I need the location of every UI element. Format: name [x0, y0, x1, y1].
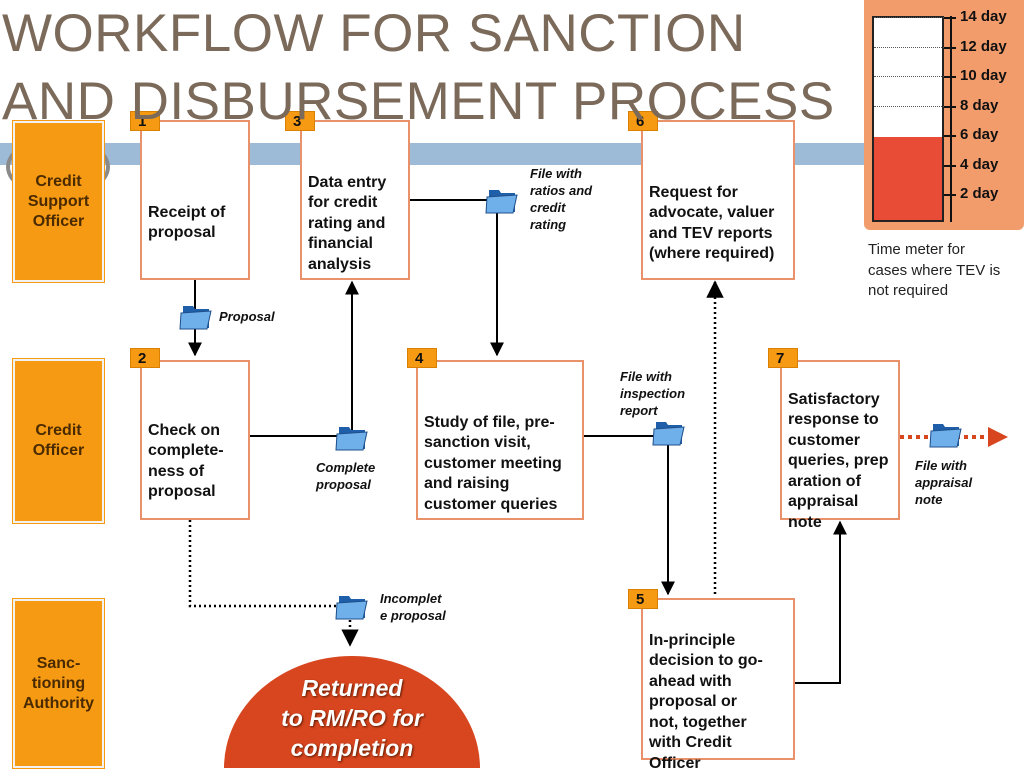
time-meter-caption: Time meter for cases where TEV is not re… — [868, 241, 1001, 299]
folder-icon — [179, 306, 212, 330]
step-6-number: 6 — [628, 111, 658, 131]
time-meter-tick-mark — [944, 164, 956, 167]
folder-icon — [652, 422, 685, 446]
step-1-number: 1 — [130, 111, 160, 131]
time-meter-gridline — [874, 46, 944, 48]
time-meter-tick-mark — [944, 17, 956, 19]
returned-label: Returned to RM/RO for completion — [281, 675, 423, 761]
step-3-box: Data entry for credit rating and financi… — [300, 120, 410, 280]
arrow-2-to-3 — [250, 280, 359, 437]
step-5-box: In-principle decision to go- ahead with … — [641, 598, 795, 772]
step-2-number: 2 — [130, 348, 160, 368]
folder-icon — [929, 424, 962, 448]
note-complete-proposal: Complete proposal — [316, 460, 376, 492]
time-meter-tick-mark — [944, 194, 956, 196]
time-meter-tick-label: 14 day — [960, 8, 1007, 25]
returned-shape — [224, 656, 480, 768]
step-4-number: 4 — [407, 348, 437, 368]
time-meter-tick-mark — [944, 105, 956, 108]
note-incomplete-proposal: Incomplet e proposal — [380, 591, 446, 623]
note-file-inspection: File with inspection report — [620, 369, 686, 418]
lane-credit-support-officer: Credit Support Officer — [13, 121, 104, 282]
time-meter-tube — [872, 16, 944, 222]
folder-icon — [335, 596, 368, 620]
time-meter-tick-label: 8 day — [960, 96, 999, 114]
time-meter-tick-label: 10 day — [960, 67, 1007, 84]
step-1-box: Receipt of proposal — [140, 120, 250, 280]
folder-icon — [485, 190, 518, 214]
arrow-3-to-4 — [410, 199, 504, 357]
note-file-ratios: File with ratios and credit rating — [530, 166, 593, 232]
step-4-box: Study of file, pre- sanction visit, cust… — [416, 360, 584, 520]
step-3-text: Data entry for credit rating and financi… — [308, 173, 387, 273]
arrow-7-out-head — [988, 427, 1008, 447]
page-title: WORKFLOW FOR SANCTION AND DISBURSEMENT P… — [2, 4, 835, 131]
time-meter-tick-label: 6 day — [960, 126, 999, 143]
time-meter-gridline — [874, 76, 944, 77]
lane-sanctioning-authority: Sanc- tioning Authority — [13, 599, 104, 768]
arrow-2-to-returned — [188, 520, 359, 647]
time-meter — [864, 0, 1024, 230]
step-1-text: Receipt of proposal — [148, 203, 226, 242]
folder-icon — [335, 427, 368, 451]
time-meter-gridline — [874, 17, 944, 18]
step-6-box: Request for advocate, valuer and TEV rep… — [641, 120, 795, 280]
step-7-number: 7 — [768, 348, 798, 368]
time-meter-axis — [950, 16, 952, 222]
step-5-number: 5 — [628, 589, 658, 609]
time-meter-tick-mark — [944, 46, 956, 49]
step-2-text: Check on complete- ness of proposal — [148, 421, 224, 501]
arrow-4-to-5 — [584, 435, 675, 596]
step-5-text: In-principle decision to go- ahead with … — [649, 631, 763, 772]
time-meter-tick-label: 12 day — [960, 37, 1007, 55]
note-proposal: Proposal — [219, 309, 275, 324]
step-3-number: 3 — [285, 111, 315, 131]
note-file-appraisal: File with appraisal note — [915, 458, 973, 507]
step-2-box: Check on complete- ness of proposal — [140, 360, 250, 520]
time-meter-tick-mark — [944, 135, 956, 137]
lane-credit-officer: Credit Officer — [13, 359, 104, 523]
time-meter-tick-mark — [944, 76, 956, 78]
step-7-box: Satisfactory response to customer querie… — [780, 360, 900, 531]
time-meter-fill — [874, 137, 942, 220]
step-6-text: Request for advocate, valuer and TEV rep… — [649, 183, 775, 263]
time-meter-tick-label: 2 day — [960, 185, 999, 202]
time-meter-tick-label: 4 day — [960, 155, 999, 173]
time-meter-gridline — [874, 105, 944, 107]
step-4-text: Study of file, pre- sanction visit, cust… — [424, 413, 562, 513]
step-7-text: Satisfactory response to customer querie… — [788, 390, 889, 531]
arrow-5-to-7 — [795, 520, 847, 684]
